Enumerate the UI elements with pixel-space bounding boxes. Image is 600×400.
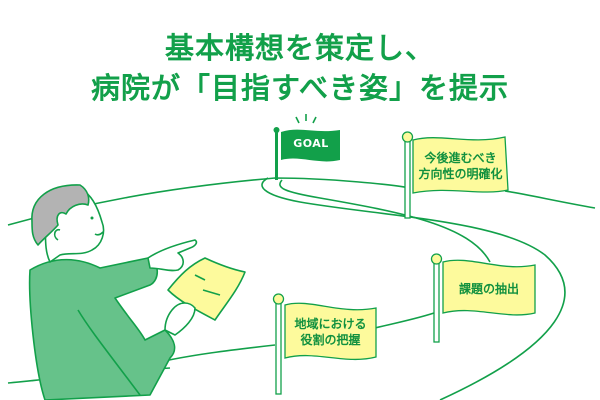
milestone-flag-icon <box>401 131 509 219</box>
flag-label-issues: 課題の抽出 <box>458 282 519 296</box>
milestone-flag-icon <box>272 293 377 395</box>
flag-label-regional-role: 地域における 役割の把握 <box>294 317 367 347</box>
goal-label: GOAL <box>293 137 329 150</box>
milestone-flag-icon <box>430 253 536 343</box>
flag-label-direction: 今後進むべき 方向性の明確化 <box>418 151 503 181</box>
headline-line-1: 基本構想を策定し、 <box>164 31 435 65</box>
presenter-person-illustration <box>28 184 246 400</box>
goal-flag-icon <box>273 114 340 180</box>
headline-line-2: 病院が「目指すべき姿」を提示 <box>91 71 509 105</box>
headline: 基本構想を策定し、 病院が「目指すべき姿」を提示 <box>0 28 600 108</box>
